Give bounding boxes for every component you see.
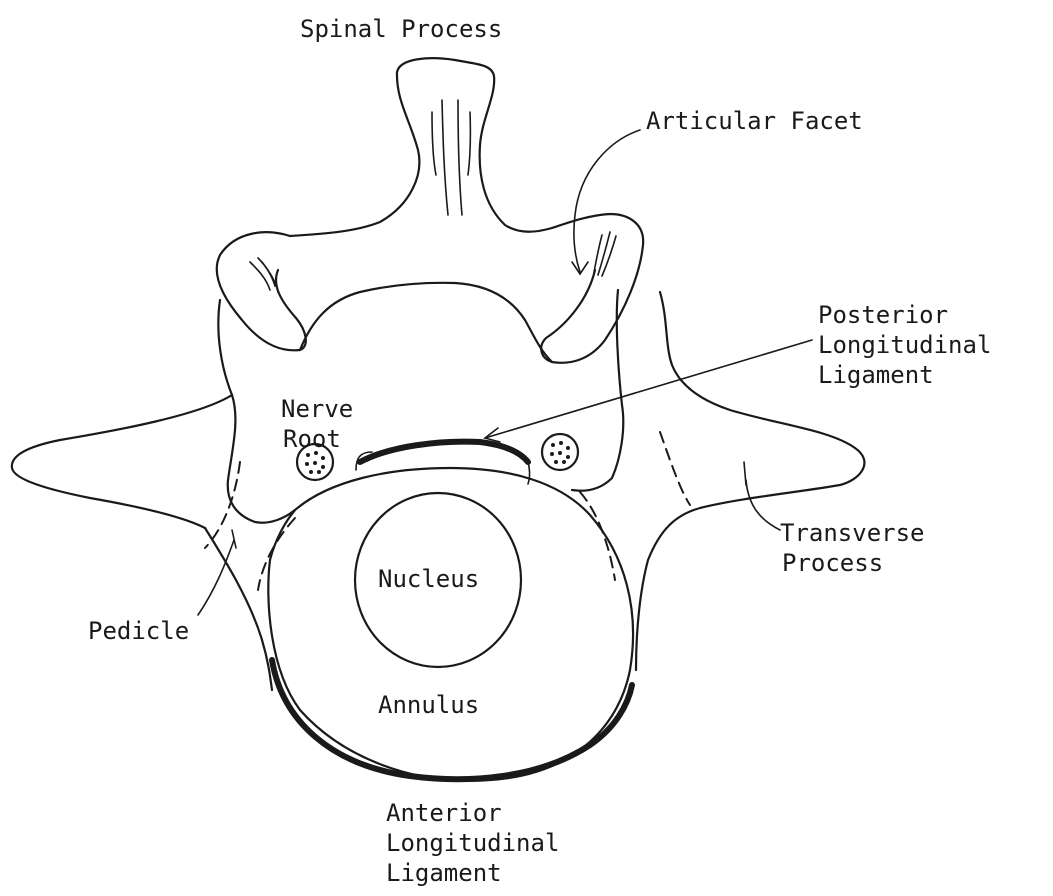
right-facet-striations <box>594 232 616 276</box>
posterior-ligament-shape <box>360 442 528 462</box>
nucleus-label: Nucleus <box>378 564 479 594</box>
annulus-outline <box>268 468 633 781</box>
right-pedicle-dashed-inner <box>580 492 615 580</box>
anterior-ligament-line-2: Longitudinal <box>386 828 559 858</box>
pedicle-label: Pedicle <box>88 616 189 646</box>
spinal-process-outline <box>397 58 552 232</box>
spinal-process-ridge-outer <box>432 112 470 175</box>
spinal-process-label: Spinal Process <box>300 14 502 44</box>
anterior-ligament-line-3: Ligament <box>386 858 559 888</box>
spinal-process-outline-left <box>290 72 419 236</box>
annulus-label: Annulus <box>378 690 479 720</box>
transverse-process-label: Transverse Process <box>780 518 925 578</box>
right-pedicle-body <box>572 405 623 491</box>
right-articular-facet <box>541 214 643 363</box>
transverse-process-line-1: Transverse <box>780 518 925 548</box>
nerve-root-line-2: Root <box>283 424 355 454</box>
left-facet-striations <box>250 258 278 292</box>
left-body-edge <box>205 528 272 690</box>
anterior-longitudinal-ligament-label: Anterior Longitudinal Ligament <box>386 798 559 888</box>
transverse-process-line-2: Process <box>782 548 927 578</box>
left-articular-facet <box>217 232 306 350</box>
nerve-root-line-1: Nerve <box>281 394 353 424</box>
right-upper-edge <box>617 290 622 405</box>
right-nerve-root <box>542 434 578 470</box>
anterior-ligament-line-1: Anterior <box>386 798 559 828</box>
vertebral-foramen-arch <box>300 283 552 362</box>
transverse-process-leader <box>746 480 780 530</box>
nerve-root-label: Nerve Root <box>281 394 353 454</box>
left-pedicle-dashed-inner <box>258 518 295 590</box>
posterior-ligament-leader <box>485 340 812 438</box>
articular-facet-leader <box>574 130 640 272</box>
posterior-longitudinal-ligament-label: Posterior Longitudinal Ligament <box>818 300 991 390</box>
spinal-process-ridge <box>442 100 462 215</box>
articular-facet-label: Articular Facet <box>646 106 863 136</box>
right-pedicle-dashed-outer <box>660 432 690 505</box>
left-transverse-process <box>12 300 232 528</box>
posterior-ligament-line-2: Longitudinal <box>818 330 991 360</box>
posterior-ligament-line-1: Posterior <box>818 300 991 330</box>
transverse-process-leader-tick <box>744 462 746 485</box>
pedicle-leader <box>198 540 234 615</box>
posterior-ligament-line-3: Ligament <box>818 360 991 390</box>
